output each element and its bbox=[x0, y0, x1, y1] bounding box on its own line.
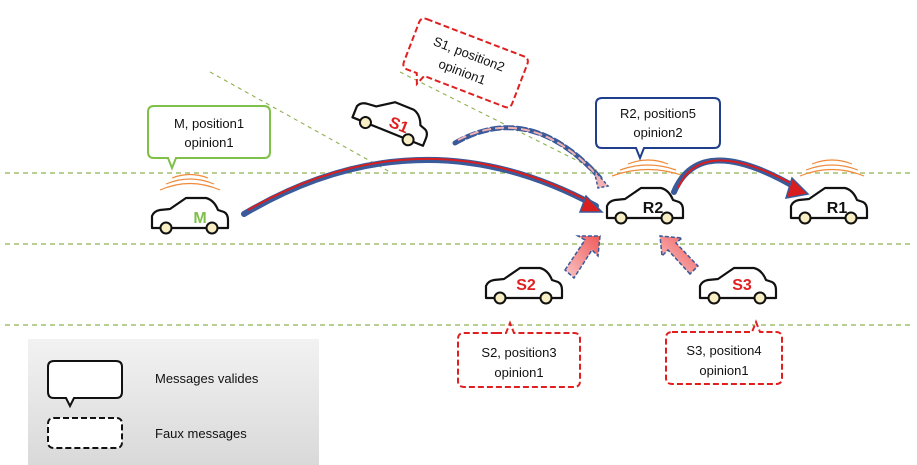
signal-icon bbox=[611, 168, 685, 177]
car-sybil1: S1 bbox=[349, 88, 436, 152]
arrow-s1-to-r2-fake bbox=[452, 125, 603, 181]
bubble-sybil2: S2, position3 opinion1 bbox=[457, 320, 581, 388]
bubble-master: M, position1 opinion1 bbox=[147, 105, 271, 171]
bubble-master-line2: opinion1 bbox=[184, 135, 233, 150]
bubble-sybil1: S1, position2 opinion1 bbox=[402, 17, 529, 109]
signal-icon bbox=[165, 178, 215, 185]
signal-icon bbox=[619, 164, 677, 171]
car-label-master: M bbox=[193, 210, 206, 227]
car-icon bbox=[150, 196, 230, 235]
arrow-r2-to-r1-highlight bbox=[677, 159, 797, 189]
bubble-sybil2-line1: S2, position3 bbox=[481, 345, 556, 360]
arrowhead-icon bbox=[578, 194, 604, 213]
car-master: M bbox=[150, 196, 230, 235]
ramp-line-2 bbox=[399, 71, 601, 173]
car-label-sybil2: S2 bbox=[516, 277, 536, 294]
bubble-sybil3-line2: opinion1 bbox=[699, 363, 748, 378]
bubble-sybil2-line2: opinion1 bbox=[494, 365, 543, 380]
legend-fake-label: Faux messages bbox=[155, 426, 247, 441]
arrow-s1-to-r2-fake-highlight bbox=[457, 126, 597, 175]
signal-waves bbox=[159, 159, 865, 191]
arrow-s2-to-r2-fake bbox=[564, 235, 601, 280]
bubble-sybil3-line1: S3, position4 bbox=[686, 343, 761, 358]
bubble-relay2: R2, position5 opinion2 bbox=[595, 97, 721, 161]
car-sybil2: S2 bbox=[484, 266, 564, 305]
car-label-relay2: R2 bbox=[643, 200, 664, 217]
legend-valid-label: Messages valides bbox=[155, 371, 259, 386]
legend-fake-bubble-icon bbox=[47, 417, 123, 449]
arrowhead-icon bbox=[593, 169, 610, 189]
signal-icon bbox=[627, 159, 669, 165]
arrow-m-to-r2-highlight bbox=[247, 158, 591, 211]
signal-icon bbox=[799, 168, 865, 177]
car-relay2: R2 bbox=[605, 186, 685, 225]
message-arrows bbox=[241, 125, 810, 280]
signal-icon bbox=[171, 173, 209, 179]
bubble-relay2-line2: opinion2 bbox=[633, 125, 682, 140]
bubble-sybil3: S3, position4 opinion1 bbox=[665, 319, 783, 385]
signal-icon bbox=[811, 159, 853, 165]
legend: Messages valides Faux messages bbox=[28, 339, 319, 465]
signal-icon bbox=[159, 182, 221, 191]
signal-icon bbox=[805, 164, 859, 171]
car-label-relay1: R1 bbox=[827, 200, 848, 217]
road-lines bbox=[5, 71, 912, 326]
car-label-sybil3: S3 bbox=[732, 277, 752, 294]
car-relay1: R1 bbox=[789, 186, 869, 225]
arrow-s3-to-r2-fake bbox=[659, 235, 700, 276]
bubble-relay2-line1: R2, position5 bbox=[620, 106, 696, 121]
legend-valid-bubble-icon bbox=[47, 360, 123, 409]
car-sybil3: S3 bbox=[698, 266, 778, 305]
car-label-sybil1: S1 bbox=[386, 114, 411, 137]
bubble-master-line1: M, position1 bbox=[174, 116, 244, 131]
arrow-r2-to-r1 bbox=[671, 157, 803, 195]
ramp-line-1 bbox=[209, 71, 391, 173]
arrowhead-icon bbox=[784, 176, 810, 199]
